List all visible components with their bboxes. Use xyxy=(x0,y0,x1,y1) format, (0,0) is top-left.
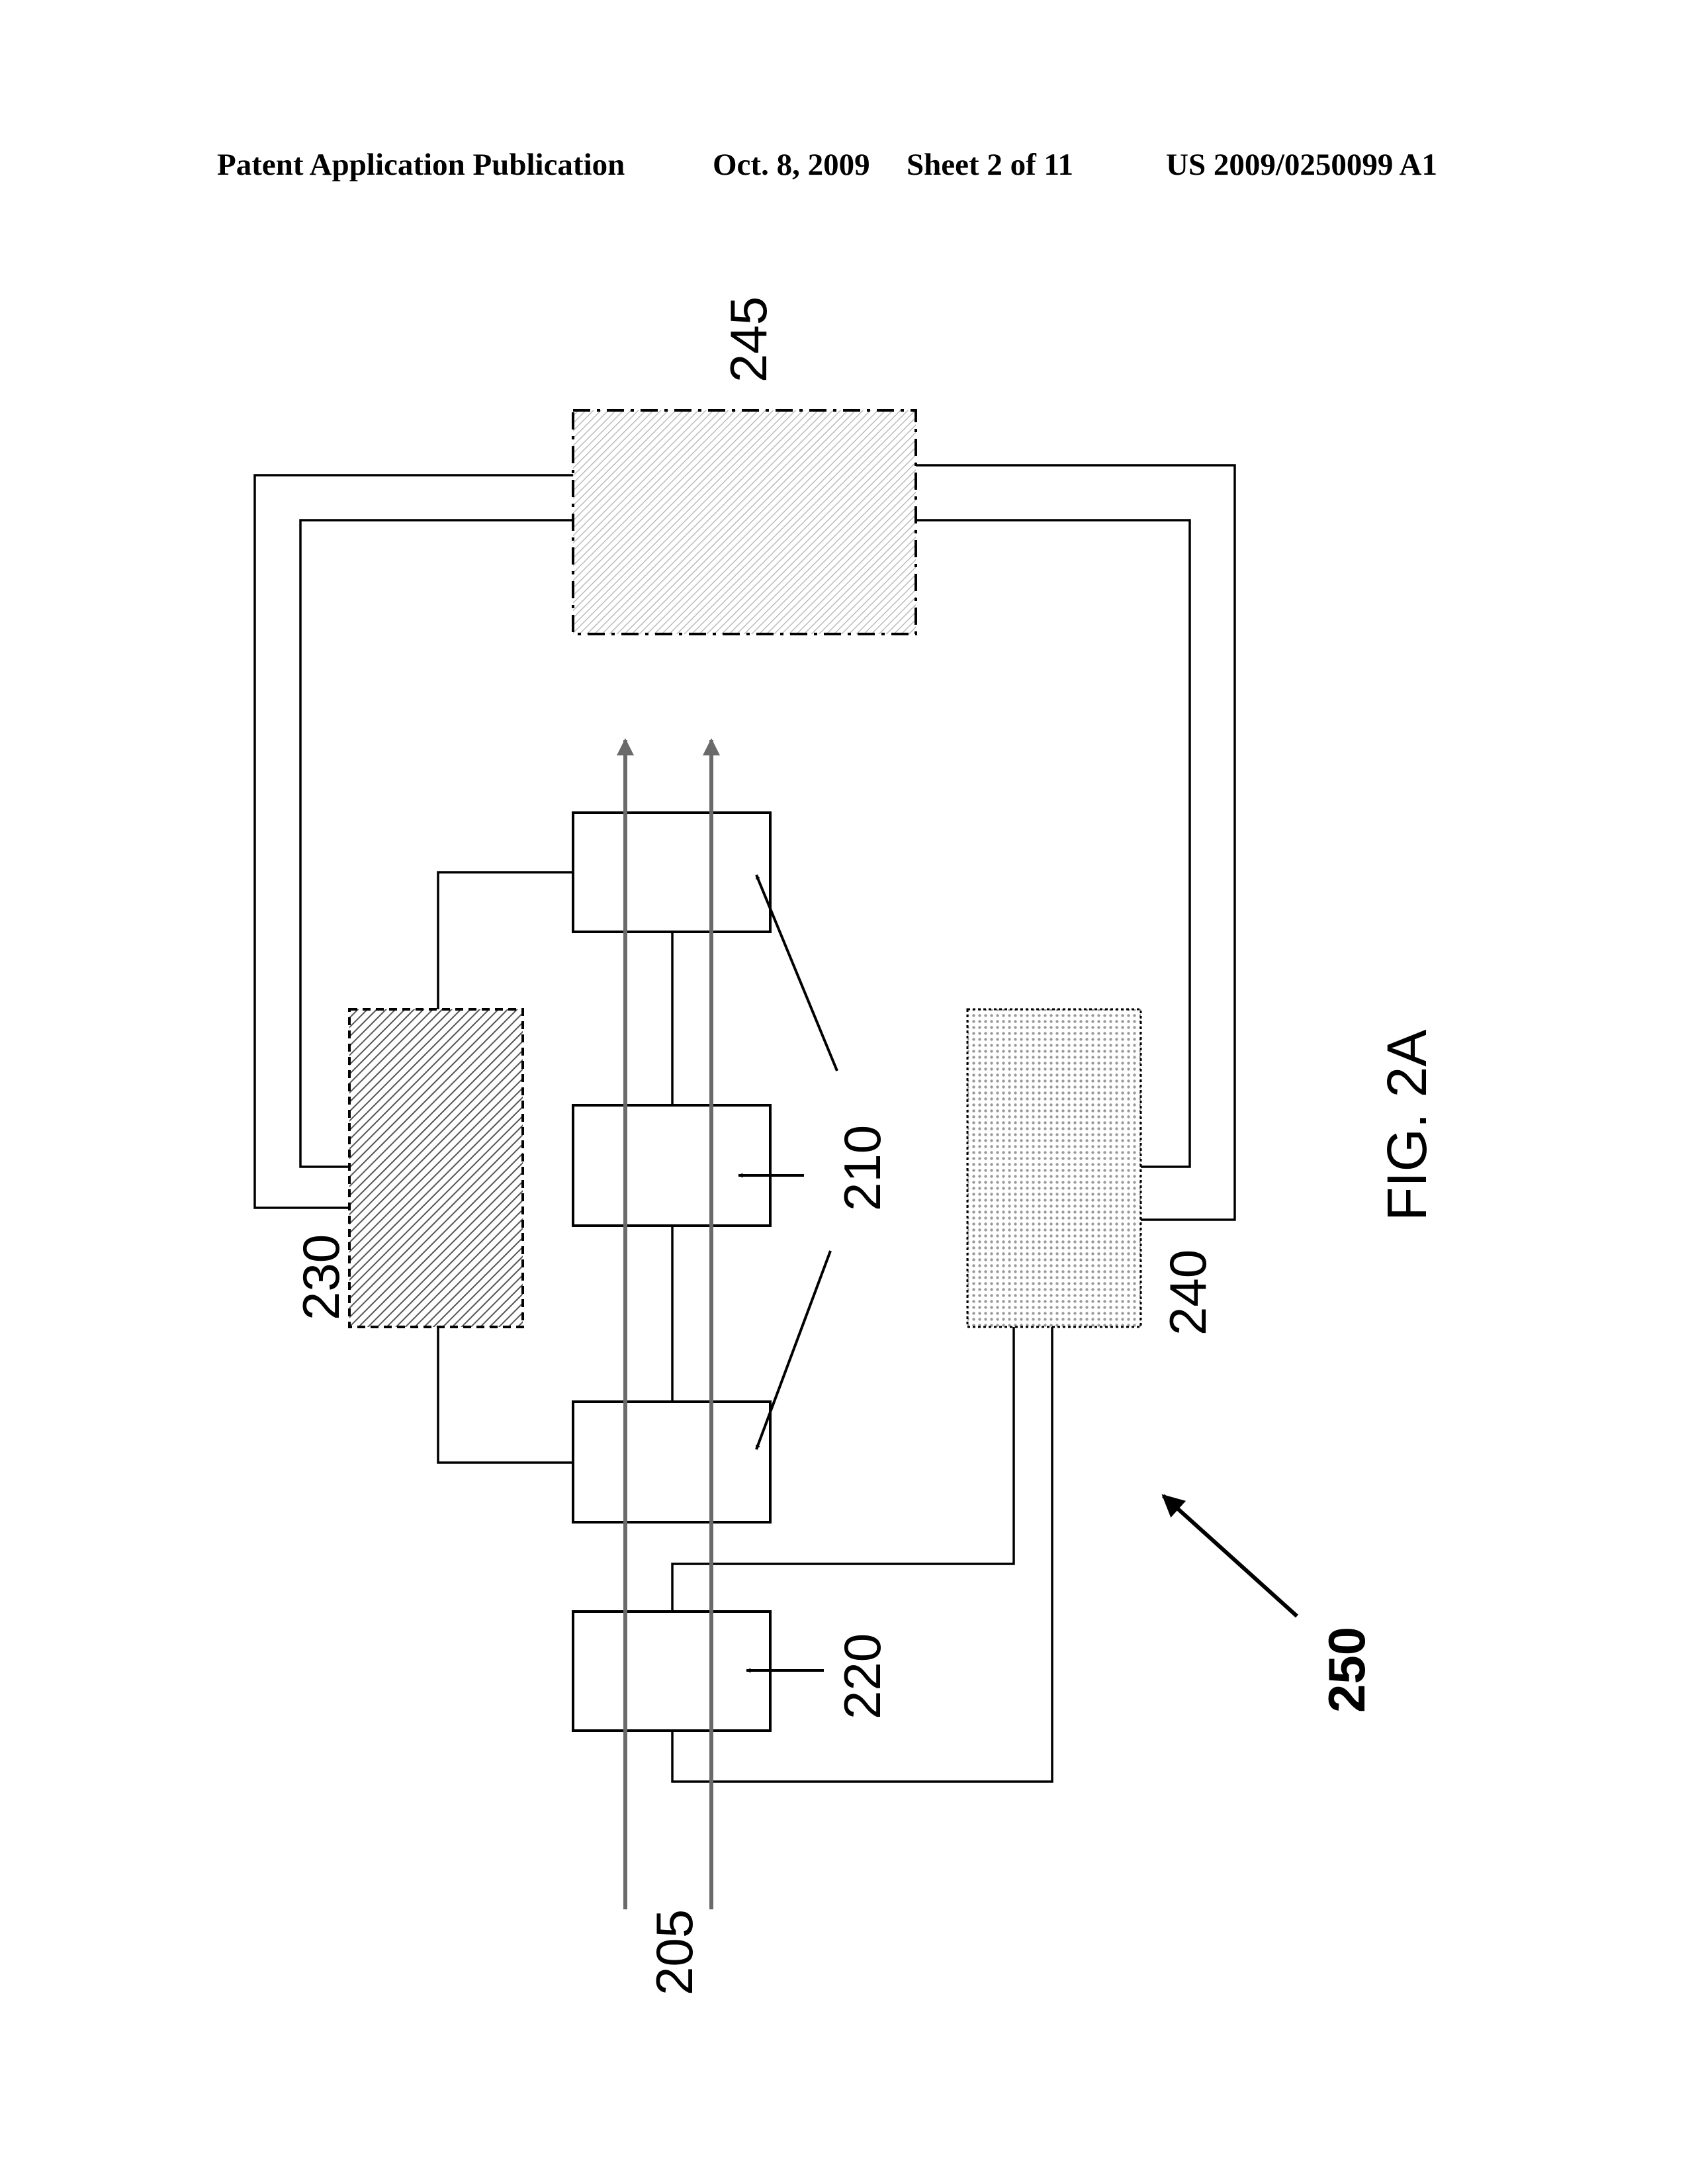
detector-box-middle xyxy=(573,1105,770,1226)
system-250-arrow xyxy=(1163,1496,1297,1616)
element-230-box xyxy=(349,1009,523,1327)
detector-box-top xyxy=(573,813,770,932)
figure-caption: FIG. 2A xyxy=(1376,1030,1438,1221)
element-220-box xyxy=(573,1612,770,1731)
label-240: 240 xyxy=(1159,1250,1217,1336)
label-220: 220 xyxy=(833,1633,891,1719)
label-205: 205 xyxy=(645,1909,703,1995)
label-250: 250 xyxy=(1317,1627,1376,1713)
element-240-box xyxy=(967,1009,1141,1327)
label-230: 230 xyxy=(292,1234,350,1320)
label-210: 210 xyxy=(833,1125,891,1211)
element-245-box xyxy=(573,410,916,634)
label-245: 245 xyxy=(719,296,778,383)
detector-box-bottom xyxy=(573,1402,770,1522)
